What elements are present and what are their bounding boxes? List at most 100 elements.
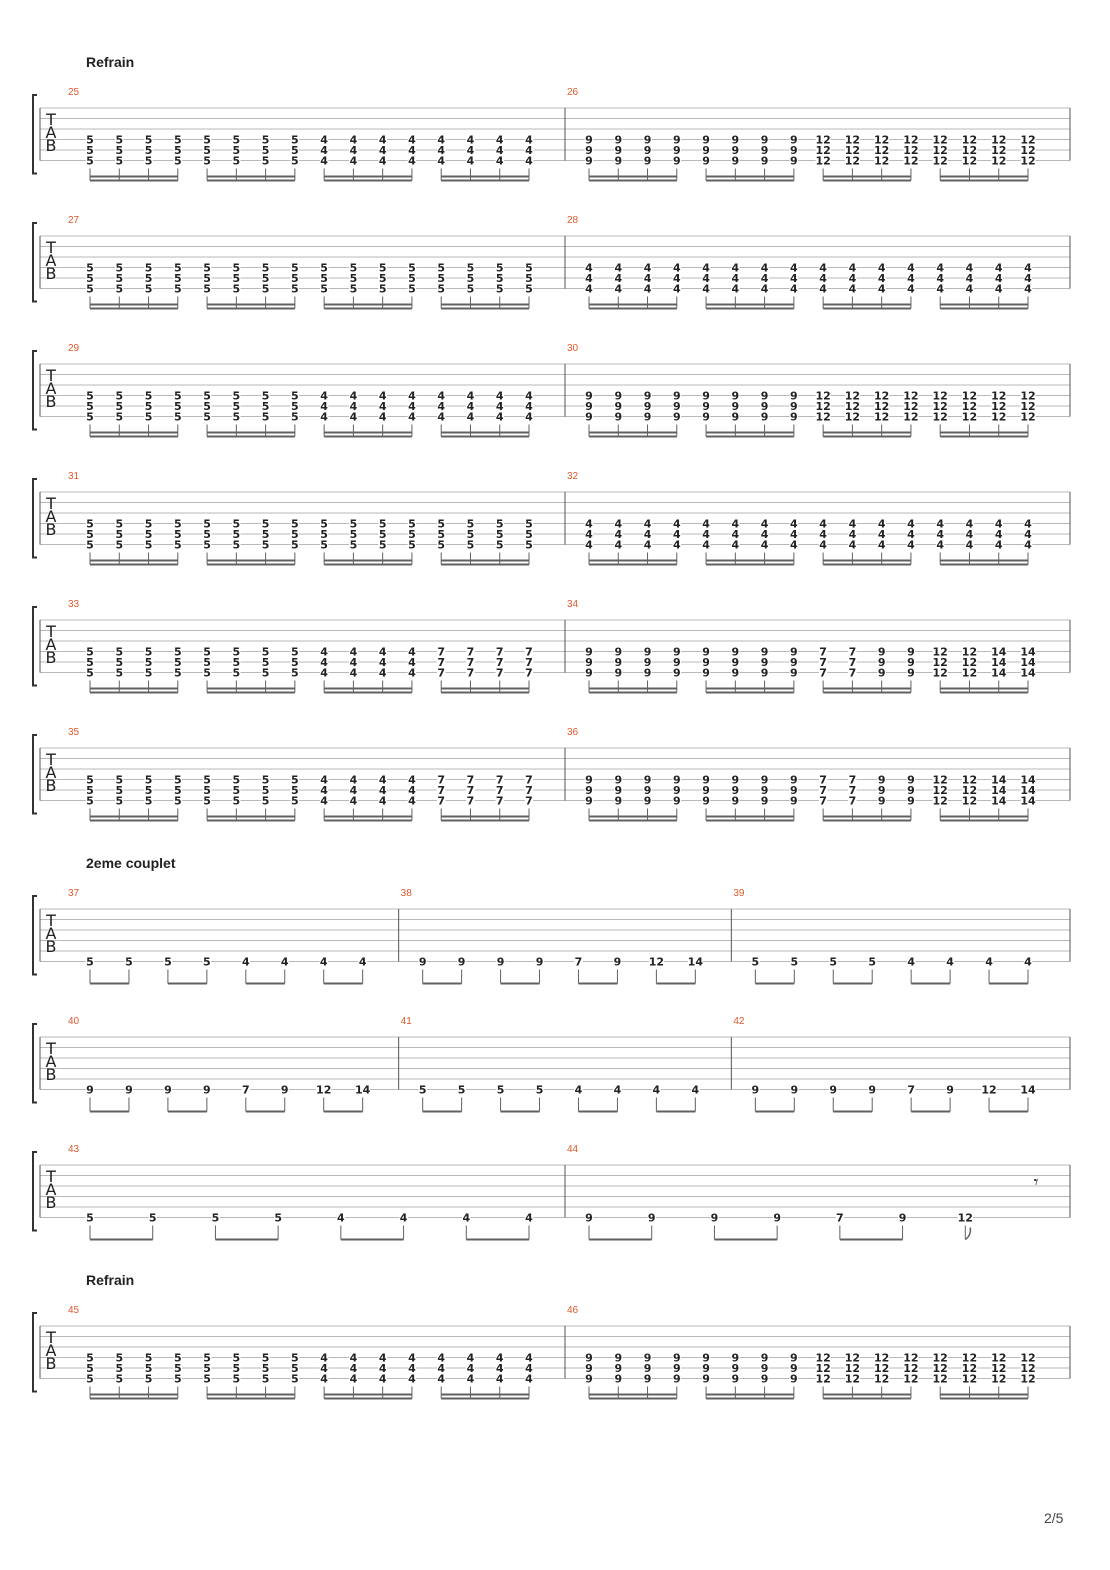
fret-number: 5 bbox=[86, 774, 94, 787]
fret-number: 12 bbox=[874, 134, 889, 147]
fret-number: 5 bbox=[233, 144, 241, 157]
fret-number: 5 bbox=[291, 656, 299, 669]
fret-number: 4 bbox=[702, 528, 710, 541]
fret-number: 4 bbox=[320, 390, 328, 403]
fret-number: 9 bbox=[702, 795, 710, 808]
fret-number: 5 bbox=[174, 795, 182, 808]
fret-number: 9 bbox=[761, 134, 769, 147]
tab-clef-letter: T bbox=[45, 1328, 56, 1347]
fret-number: 5 bbox=[86, 528, 94, 541]
fret-number: 4 bbox=[525, 1373, 533, 1386]
fret-number: 4 bbox=[849, 518, 857, 531]
fret-number: 4 bbox=[320, 667, 328, 680]
fret-number: 12 bbox=[845, 400, 860, 413]
fret-number: 9 bbox=[702, 155, 710, 168]
tab-clef-letter: T bbox=[45, 366, 56, 385]
fret-number: 4 bbox=[1024, 262, 1032, 275]
fret-number: 9 bbox=[702, 784, 710, 797]
fret-number: 9 bbox=[761, 155, 769, 168]
fret-number: 12 bbox=[962, 1373, 977, 1386]
fret-number: 5 bbox=[262, 262, 270, 275]
fret-number: 9 bbox=[752, 1084, 760, 1097]
fret-number: 4 bbox=[673, 528, 681, 541]
fret-number: 4 bbox=[437, 1362, 445, 1375]
fret-number: 9 bbox=[614, 656, 622, 669]
fret-number: 9 bbox=[458, 956, 466, 969]
fret-number: 5 bbox=[350, 272, 358, 285]
fret-number: 5 bbox=[233, 283, 241, 296]
measure: 3155555555555555555555555555555555555555… bbox=[68, 471, 534, 566]
measure: 2555555555555555555555555544444444444444… bbox=[68, 87, 534, 182]
fret-number: 4 bbox=[644, 539, 652, 552]
fret-number: 9 bbox=[419, 956, 427, 969]
fret-number: 9 bbox=[790, 784, 798, 797]
fret-number: 9 bbox=[761, 1362, 769, 1375]
fret-number: 7 bbox=[496, 667, 504, 680]
fret-number: 9 bbox=[732, 411, 740, 424]
fret-number: 9 bbox=[125, 1084, 133, 1097]
fret-number: 5 bbox=[203, 272, 211, 285]
fret-number: 4 bbox=[644, 272, 652, 285]
fret-number: 4 bbox=[379, 144, 387, 157]
fret-number: 5 bbox=[233, 646, 241, 659]
fret-number: 5 bbox=[174, 528, 182, 541]
fret-number: 5 bbox=[437, 518, 445, 531]
fret-number: 7 bbox=[437, 774, 445, 787]
fret-number: 12 bbox=[962, 400, 977, 413]
fret-number: 4 bbox=[350, 155, 358, 168]
fret-number: 14 bbox=[991, 784, 1007, 797]
fret-number: 4 bbox=[907, 283, 915, 296]
fret-number: 4 bbox=[644, 262, 652, 275]
fret-number: 7 bbox=[437, 656, 445, 669]
fret-number: 4 bbox=[819, 539, 827, 552]
bar-number: 32 bbox=[567, 471, 579, 482]
fret-number: 4 bbox=[379, 656, 387, 669]
fret-number: 14 bbox=[1020, 784, 1036, 797]
measure: 2699999999999999999999999912121212121212… bbox=[564, 87, 1036, 182]
fret-number: 9 bbox=[644, 795, 652, 808]
fret-number: 12 bbox=[874, 1352, 889, 1365]
fret-number: 4 bbox=[790, 528, 798, 541]
fret-number: 4 bbox=[525, 1212, 533, 1225]
bar-number: 45 bbox=[68, 1305, 80, 1316]
fret-number: 9 bbox=[86, 1084, 94, 1097]
fret-number: 4 bbox=[379, 774, 387, 787]
fret-number: 4 bbox=[878, 283, 886, 296]
tab-clef-letter: A bbox=[46, 251, 57, 270]
fret-number: 4 bbox=[496, 1362, 504, 1375]
fret-number: 4 bbox=[525, 155, 533, 168]
fret-number: 5 bbox=[203, 528, 211, 541]
fret-number: 5 bbox=[203, 784, 211, 797]
fret-number: 4 bbox=[966, 528, 974, 541]
fret-number: 4 bbox=[496, 1373, 504, 1386]
fret-number: 9 bbox=[702, 134, 710, 147]
fret-number: 5 bbox=[203, 667, 211, 680]
fret-number: 9 bbox=[203, 1084, 211, 1097]
fret-number: 9 bbox=[732, 1362, 740, 1375]
fret-number: 4 bbox=[437, 1373, 445, 1386]
fret-number: 4 bbox=[673, 272, 681, 285]
fret-number: 9 bbox=[536, 956, 544, 969]
fret-number: 9 bbox=[644, 774, 652, 787]
fret-number: 5 bbox=[262, 390, 270, 403]
fret-number: 12 bbox=[962, 390, 977, 403]
fret-number: 4 bbox=[379, 1373, 387, 1386]
fret-number: 4 bbox=[379, 1352, 387, 1365]
fret-number: 12 bbox=[903, 155, 918, 168]
fret-number: 9 bbox=[907, 656, 915, 669]
fret-number: 5 bbox=[408, 262, 416, 275]
tab-clef-letter: T bbox=[45, 911, 56, 930]
fret-number: 5 bbox=[115, 155, 123, 168]
fret-number: 9 bbox=[907, 667, 915, 680]
fret-number: 9 bbox=[644, 390, 652, 403]
fret-number: 4 bbox=[337, 1212, 345, 1225]
fret-number: 5 bbox=[496, 262, 504, 275]
fret-number: 4 bbox=[408, 390, 416, 403]
fret-number: 4 bbox=[379, 134, 387, 147]
fret-number: 4 bbox=[614, 528, 622, 541]
fret-number: 4 bbox=[525, 134, 533, 147]
